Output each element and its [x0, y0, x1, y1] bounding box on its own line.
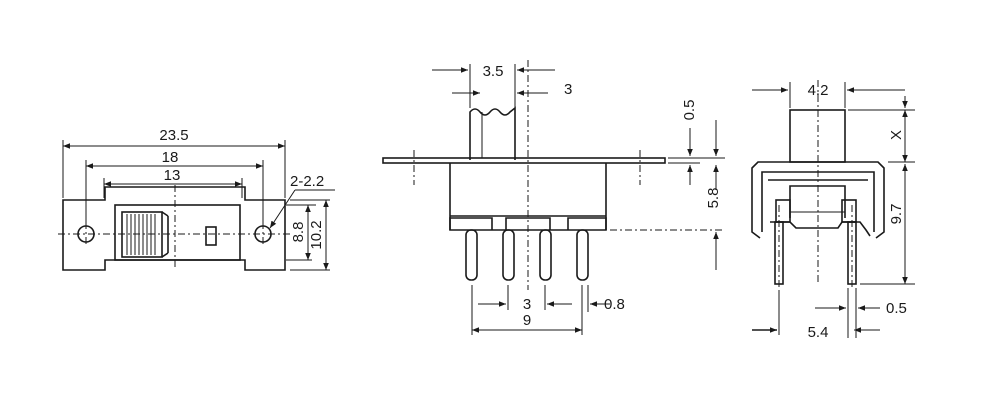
dim-actuator-width: 3.5 [432, 63, 555, 108]
dim-slot-length-label: 13 [164, 167, 181, 184]
dim-hole-spacing-label: 18 [162, 149, 179, 166]
dim-inner-height-label: 8.8 [290, 222, 307, 243]
mounting-plate-outline [62, 186, 286, 271]
side-pins [465, 229, 589, 281]
dim-width-total: 23.5 [62, 127, 286, 198]
dim-end-body-height-label: 9.7 [888, 204, 905, 225]
dim-body-height-label: 5.8 [705, 188, 722, 209]
side-view: 3.5 3 0.5 5.8 [382, 60, 725, 335]
dim-end-pin-spacing: 5.4 [752, 290, 880, 341]
dim-pin-span-label: 9 [523, 312, 531, 329]
dim-hole-diameter-label: 2-2.2 [290, 173, 324, 190]
dim-end-actuator-height-label: X [888, 130, 905, 140]
dim-actuator-inner: 3 [452, 81, 572, 98]
dim-inner-height: 8.8 [286, 204, 316, 261]
dim-pin-span: 9 [472, 312, 582, 333]
dim-end-pin-width-label: 0.5 [886, 300, 907, 317]
dim-actuator-inner-label: 3 [564, 81, 572, 98]
dim-end-actuator-width: 4.2 [752, 82, 905, 108]
dim-actuator-width-label: 3.5 [483, 63, 504, 80]
end-pins [774, 221, 857, 285]
indicator-window [205, 226, 217, 246]
switch-body [114, 204, 241, 261]
front-view: 23.5 18 13 2-2.2 8.8 [58, 127, 335, 271]
dim-pin-pitch: 3 [471, 285, 583, 335]
dim-end-pin-spacing-label: 5.4 [808, 324, 829, 341]
dim-end-pin-width: 0.5 [815, 288, 907, 338]
dim-plate-thickness: 0.5 [668, 100, 725, 185]
dim-hole-diameter: 2-2.2 [269, 173, 335, 229]
dim-slot-length: 13 [103, 167, 243, 198]
dim-body-height: 5.8 [705, 165, 722, 270]
body-bottom-feet [449, 217, 607, 230]
dim-plate-thickness-label: 0.5 [681, 100, 698, 121]
end-view: 4.2 X 9.7 0.5 5.4 [751, 80, 915, 341]
dim-hole-spacing: 18 [85, 149, 264, 224]
dim-end-actuator-width-label: 4.2 [808, 82, 829, 99]
slider-ribs [126, 211, 169, 258]
dim-outer-height-label: 10.2 [308, 220, 325, 249]
actuator [469, 106, 516, 160]
dim-pin-width: 0.8 [587, 285, 625, 313]
dim-width-total-label: 23.5 [159, 127, 188, 144]
dim-end-actuator-height: X [848, 96, 915, 163]
dim-pin-width-label: 0.8 [604, 296, 625, 313]
dim-end-body-height: 9.7 [860, 164, 915, 285]
dim-outer-height: 10.2 [290, 199, 330, 271]
dim-pin-pitch-label: 3 [523, 296, 531, 313]
mounting-plate [382, 157, 666, 164]
